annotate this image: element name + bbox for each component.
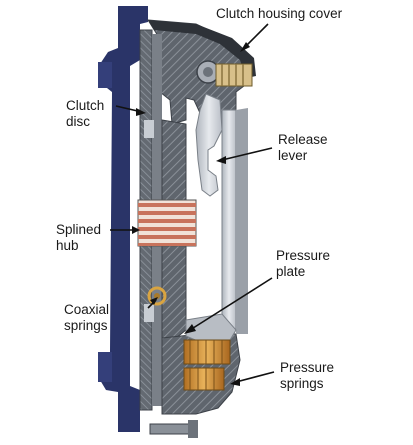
leader-arrows (110, 23, 275, 386)
pressure-springs (183, 339, 231, 391)
label-release-lever-line2: lever (278, 148, 308, 163)
label-pressure-springs-line2: springs (280, 376, 324, 391)
arrow-clutch-disc (115, 105, 146, 116)
label-coaxial-springs: Coaxial springs (64, 302, 109, 334)
arrow-splined-hub (110, 226, 140, 234)
arrow-pressure-plate (184, 277, 273, 334)
arrow-clutch-housing-cover (240, 23, 269, 52)
arrow-coaxial-springs (147, 297, 158, 309)
release-lever (185, 93, 248, 343)
lever-pivot (196, 60, 253, 87)
flywheel (98, 6, 148, 432)
arrow-release-lever (216, 147, 273, 164)
label-pressure-springs-line1: Pressure (280, 360, 335, 375)
label-clutch-disc: Clutch disc (66, 98, 104, 130)
label-pressure-plate-line1: Pressure (276, 248, 331, 263)
label-pressure-springs: Pressure springs (280, 360, 334, 392)
arrow-pressure-springs (230, 371, 275, 386)
label-pressure-plate: Pressure plate (276, 248, 330, 280)
label-clutch-disc-line2: disc (66, 114, 91, 129)
label-release-lever-line1: Release (278, 132, 328, 147)
label-clutch-housing-cover: Clutch housing cover (216, 6, 343, 21)
bottom-bolts (149, 420, 198, 438)
label-release-lever: Release lever (278, 132, 328, 164)
label-splined-hub-line2: hub (56, 238, 79, 253)
label-splined-hub-line1: Splined (56, 222, 102, 237)
label-coaxial-springs-line2: springs (64, 318, 108, 333)
label-pressure-plate-line2: plate (276, 264, 306, 279)
label-coaxial-springs-line1: Coaxial (64, 302, 110, 317)
coaxial-spring (147, 286, 167, 306)
label-clutch-disc-line1: Clutch (66, 98, 105, 113)
label-splined-hub: Splined hub (56, 222, 101, 254)
splined-hub (137, 199, 197, 247)
